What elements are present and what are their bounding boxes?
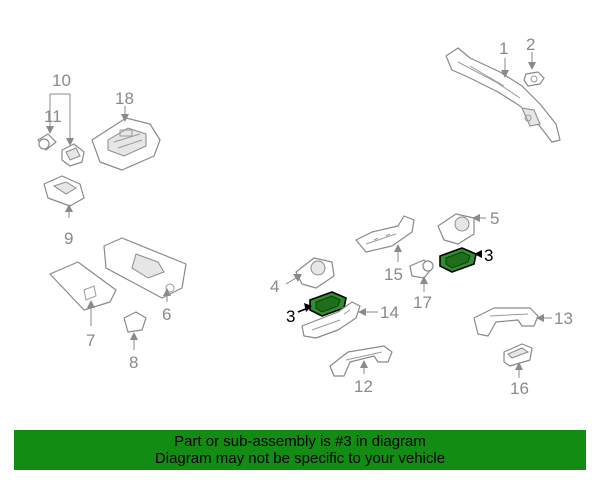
part-10-socket: [61, 143, 85, 167]
callout-3-upper-label: 3: [484, 246, 493, 265]
part-2-clip: [523, 71, 545, 87]
part-16-block: [503, 343, 533, 367]
part-5-lamp: [437, 213, 475, 245]
callout-9: 9: [64, 204, 73, 248]
callout-3-lower: 3: [286, 303, 312, 326]
callout-6-label: 6: [162, 305, 171, 324]
callout-15: 15: [384, 244, 403, 284]
part-17-bulb: [409, 259, 434, 279]
banner-line-2: Diagram may not be specific to your vehi…: [154, 450, 446, 467]
callout-8-label: 8: [129, 353, 138, 372]
callout-1-label: 1: [499, 39, 508, 58]
callout-17-label: 17: [413, 293, 432, 312]
callout-3-lower-label: 3: [286, 307, 295, 326]
callout-16: 16: [510, 362, 529, 398]
part-4-lamp: [295, 257, 335, 289]
callout-18: 18: [115, 89, 134, 122]
part-9-lamp: [43, 175, 85, 207]
callout-1: 1: [499, 39, 509, 78]
callout-8: 8: [129, 332, 138, 372]
part-14-trim: [301, 301, 361, 339]
callout-16-label: 16: [510, 379, 529, 398]
callout-14-label: 14: [380, 303, 399, 322]
callout-13: 13: [536, 309, 573, 328]
callout-18-label: 18: [115, 89, 134, 108]
part-1-bracket: [445, 47, 561, 143]
callout-17: 17: [413, 276, 432, 312]
part-7-panel: [49, 261, 117, 311]
banner-line-1: Part or sub-assembly is #3 in diagram: [174, 433, 426, 450]
callout-11-label: 11: [44, 107, 62, 126]
callout-9-label: 9: [64, 229, 73, 248]
callout-15-label: 15: [384, 265, 403, 284]
callout-2-label: 2: [526, 35, 535, 54]
part-11-bulb: [37, 133, 57, 151]
callout-7: 7: [86, 300, 95, 350]
part-6-sunvisor: [103, 237, 187, 299]
callout-14: 14: [358, 303, 399, 322]
callout-3-upper: 3: [474, 246, 493, 265]
callout-5: 5: [472, 209, 499, 228]
part-8-clip: [123, 311, 147, 333]
callout-10-label: 10: [52, 71, 71, 90]
part-18-console: [91, 117, 161, 171]
callout-4-label: 4: [270, 277, 279, 296]
callout-13-label: 13: [554, 309, 573, 328]
callout-7-label: 7: [86, 331, 95, 350]
callout-6: 6: [162, 288, 171, 324]
callout-4: 4: [270, 274, 302, 296]
callout-12: 12: [354, 360, 373, 396]
callout-10-11: 10 11: [44, 71, 74, 146]
callout-2: 2: [526, 35, 536, 70]
part-3-lens-upper: [439, 247, 477, 273]
part-13-handle: [473, 307, 539, 337]
callout-5-label: 5: [490, 209, 499, 228]
callout-12-label: 12: [354, 377, 373, 396]
part-12-handle: [329, 345, 393, 377]
part-15-bracket: [355, 215, 415, 253]
info-banner: Part or sub-assembly is #3 in diagram Di…: [14, 430, 586, 470]
